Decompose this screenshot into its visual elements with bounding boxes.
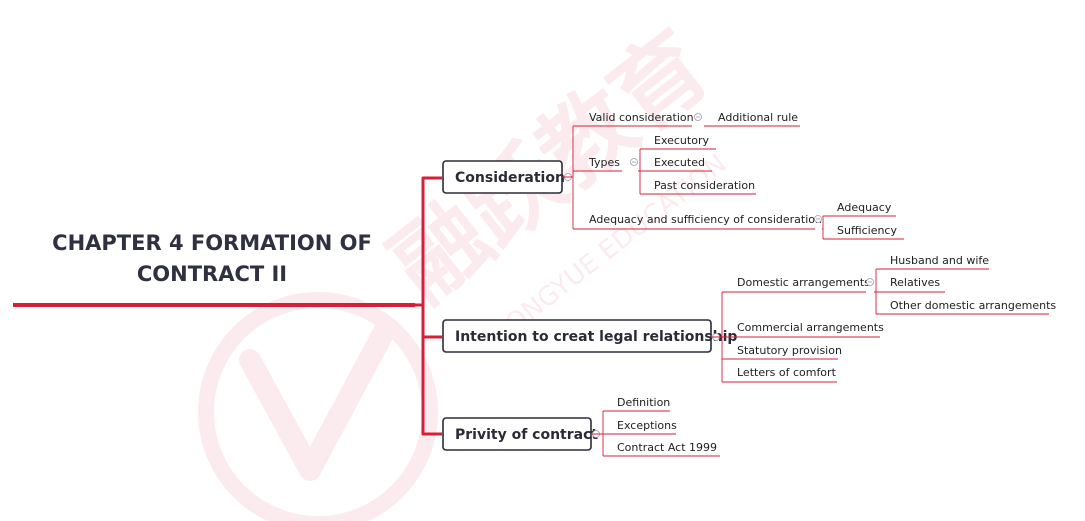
consideration-label: Consideration — [455, 170, 565, 186]
types-connectors — [638, 148, 756, 195]
exceptions-label[interactable]: Exceptions — [617, 419, 677, 432]
branch-intention[interactable]: Intention to creat legal relationship Do… — [442, 254, 1056, 383]
domestic-arrangements-label[interactable]: Domestic arrangements — [737, 276, 870, 289]
adequacy-label[interactable]: Adequacy — [837, 201, 892, 214]
types-collapse-icon[interactable] — [630, 158, 638, 166]
husband-wife-label[interactable]: Husband and wife — [890, 254, 989, 267]
additional-rule-label[interactable]: Additional rule — [718, 111, 798, 124]
intention-label: Intention to creat legal relationship — [455, 329, 737, 345]
letters-of-comfort-label[interactable]: Letters of comfort — [737, 366, 837, 379]
connector-trunk — [415, 176, 442, 436]
past-consideration-label[interactable]: Past consideration — [654, 179, 755, 192]
privity-connectors — [591, 410, 720, 457]
valid-consideration-label[interactable]: Valid consideration — [589, 111, 694, 124]
privity-label: Privity of contract — [455, 427, 598, 443]
sufficiency-label[interactable]: Sufficiency — [837, 224, 897, 237]
branch-consideration[interactable]: Consideration Valid consideration Additi… — [442, 111, 904, 240]
intention-connectors — [711, 291, 880, 383]
root-title-line1: CHAPTER 4 FORMATION OF — [52, 231, 372, 255]
executory-label[interactable]: Executory — [654, 134, 709, 147]
adequacy-connectors — [822, 215, 904, 240]
statutory-provision-label[interactable]: Statutory provision — [737, 344, 842, 357]
contract-act-label[interactable]: Contract Act 1999 — [617, 441, 717, 454]
executed-label[interactable]: Executed — [654, 156, 705, 169]
adequacy-collapse-icon[interactable] — [814, 215, 822, 223]
intention-node[interactable] — [442, 319, 712, 353]
watermark-logo-icon — [198, 292, 438, 521]
domestic-collapse-icon[interactable] — [866, 278, 874, 286]
domestic-connectors — [874, 268, 1049, 315]
relatives-label[interactable]: Relatives — [890, 276, 940, 289]
consideration-connectors — [562, 125, 815, 230]
commercial-arrangements-label[interactable]: Commercial arrangements — [737, 321, 884, 334]
branch-privity[interactable]: Privity of contract Definition Exception… — [442, 396, 720, 457]
types-label[interactable]: Types — [588, 156, 620, 169]
valid-collapse-icon[interactable] — [694, 113, 702, 121]
adequacy-sufficiency-label[interactable]: Adequacy and sufficiency of consideratio… — [589, 213, 822, 226]
other-domestic-label[interactable]: Other domestic arrangements — [890, 299, 1056, 312]
root-title-line2: CONTRACT II — [137, 262, 287, 286]
definition-label[interactable]: Definition — [617, 396, 670, 409]
